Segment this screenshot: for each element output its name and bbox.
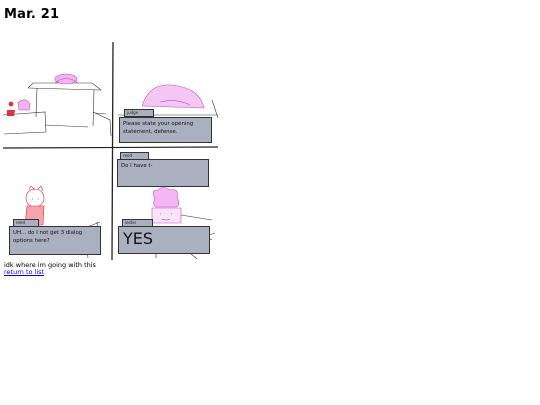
panel-courtroom: [2, 73, 112, 137]
dialog-box-judge: Please state your opening statement, def…: [119, 117, 212, 143]
dialog-box-reed-bottom: UH... do I not get 3 dialog options here…: [9, 226, 101, 255]
return-to-list-link[interactable]: return to list: [4, 268, 45, 276]
page-title: Mar. 21: [4, 7, 60, 22]
speaker-tag-judge: judge: [124, 109, 154, 117]
horizontal-divider: [2, 146, 219, 149]
panel-judge: [118, 84, 219, 119]
vertical-divider: [111, 41, 114, 261]
dialog-box-lester: YES: [118, 226, 210, 254]
dialog-box-reed-top: Do I have t-: [117, 159, 209, 187]
comic-caption: idk where im going with this: [4, 261, 96, 269]
comic-strip: judge Please state your opening statemen…: [0, 40, 230, 262]
